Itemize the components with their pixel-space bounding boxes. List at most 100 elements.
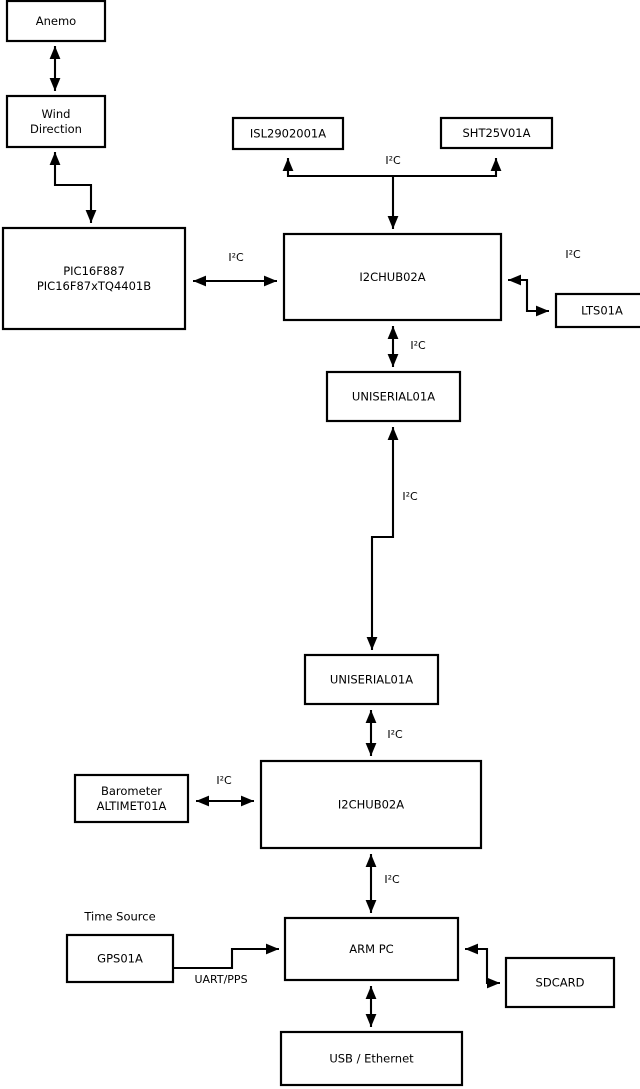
- edge-path: [370, 427, 395, 650]
- arrow-head-end: [490, 158, 502, 171]
- arrow-head-end: [264, 275, 277, 287]
- node-box[interactable]: [65, 933, 175, 984]
- node-box[interactable]: [504, 956, 616, 1009]
- node-box[interactable]: [325, 370, 462, 423]
- edge-e-arm-sdcard: [465, 943, 500, 989]
- arrow-head-end: [85, 210, 97, 223]
- free-label-time-source: Time Source: [83, 910, 155, 924]
- node-label: ISL2902001A: [250, 126, 326, 140]
- edge-label: I²C: [216, 774, 232, 787]
- arrow-head-start: [508, 274, 521, 286]
- arrow-head-start: [193, 275, 206, 287]
- arrow-head-start: [365, 710, 377, 723]
- node-uniserial_2[interactable]: UNISERIAL01A: [303, 653, 440, 706]
- node-label: ARM PC: [349, 942, 393, 956]
- arrow-head-end: [241, 795, 254, 807]
- arrow-head-end: [387, 354, 399, 367]
- edge-path: [508, 278, 549, 313]
- node-anemo[interactable]: Anemo: [5, 0, 107, 43]
- node-box[interactable]: [439, 116, 554, 150]
- node-label: LTS01A: [581, 303, 623, 317]
- edge-e-hub-sensors: I²C: [282, 154, 502, 178]
- node-usb[interactable]: USB / Ethernet: [279, 1030, 464, 1087]
- node-box[interactable]: [554, 292, 640, 329]
- edge-label: UART/PPS: [194, 973, 247, 986]
- node-box[interactable]: [259, 759, 483, 850]
- arrow-head-start: [387, 326, 399, 339]
- node-box[interactable]: [231, 116, 345, 151]
- node-hub_top[interactable]: I2CHUB02A: [282, 232, 503, 322]
- arrow-head-end: [49, 78, 61, 91]
- edges-layer: I²C I²C I²C I²C I²C I²C I²C I²C UART/PPS: [49, 46, 581, 1027]
- edge-e-uniserial-link: I²C: [366, 427, 418, 650]
- arrow-head-start: [49, 152, 61, 165]
- node-lts[interactable]: LTS01A: [554, 292, 640, 329]
- node-box[interactable]: [5, 0, 107, 43]
- arrow-head-end: [536, 305, 549, 317]
- arrow-head-start: [387, 427, 399, 440]
- edge-e-hub-arm: I²C: [365, 854, 400, 913]
- node-hub_bottom[interactable]: I2CHUB02A: [259, 759, 483, 850]
- edge-e-uniserial2-hub: I²C: [365, 710, 403, 756]
- arrow-head-end: [387, 216, 399, 229]
- node-label: USB / Ethernet: [329, 1051, 414, 1065]
- node-box[interactable]: [1, 226, 187, 331]
- arrow-head-end: [487, 977, 500, 989]
- edge-e-pic-hub: I²C: [193, 251, 277, 287]
- edge-e-arm-usb: [365, 986, 377, 1027]
- free-labels-layer: Time Source: [83, 910, 155, 924]
- arrow-head-end: [365, 743, 377, 756]
- node-sdcard[interactable]: SDCARD: [504, 956, 616, 1009]
- edge-label: I²C: [387, 728, 403, 741]
- edge-e-hub-uniserial1: I²C: [387, 326, 426, 367]
- edge-path: [465, 947, 500, 985]
- node-box[interactable]: [282, 232, 503, 322]
- arrow-head-start: [196, 795, 209, 807]
- node-label: SDCARD: [536, 975, 585, 989]
- node-label: GPS01A: [97, 951, 143, 965]
- node-arm[interactable]: ARM PC: [283, 916, 460, 982]
- node-isl[interactable]: ISL2902001A: [231, 116, 345, 151]
- edge-label: I²C: [402, 490, 418, 503]
- node-box[interactable]: [73, 773, 190, 824]
- edge-e-barometer-hub: I²C: [196, 774, 254, 807]
- arrow-head-end: [365, 900, 377, 913]
- arrow-head-start: [282, 158, 294, 171]
- arrow-head-end: [366, 637, 378, 650]
- arrow-head-start: [365, 854, 377, 867]
- node-label: I2CHUB02A: [359, 270, 425, 284]
- arrow-head-start: [49, 46, 61, 59]
- node-label: UNISERIAL01A: [352, 389, 435, 403]
- node-sht[interactable]: SHT25V01A: [439, 116, 554, 150]
- node-label: Anemo: [36, 14, 76, 28]
- node-uniserial_1[interactable]: UNISERIAL01A: [325, 370, 462, 423]
- node-label: UNISERIAL01A: [330, 672, 413, 686]
- node-box[interactable]: [303, 653, 440, 706]
- edge-e-hub-bus-down: [387, 176, 399, 229]
- edge-e-gps-arm: UART/PPS: [173, 943, 279, 986]
- edge-e-anemo-wind: [49, 46, 61, 91]
- edge-e-hub-lts: I²C: [508, 248, 581, 317]
- node-box[interactable]: [5, 94, 107, 149]
- arrow-head-end: [365, 1014, 377, 1027]
- node-box[interactable]: [283, 916, 460, 982]
- node-label: I2CHUB02A: [338, 797, 404, 811]
- arrow-head-end: [266, 943, 279, 955]
- edge-label: I²C: [565, 248, 581, 261]
- arrow-head-start: [365, 986, 377, 999]
- edge-path: [53, 152, 93, 223]
- node-label: SHT25V01A: [463, 126, 531, 140]
- edge-e-wind-pic: [49, 152, 97, 223]
- edge-path: [173, 947, 279, 970]
- edge-label: I²C: [228, 251, 244, 264]
- node-gps[interactable]: GPS01A: [65, 933, 175, 984]
- node-box[interactable]: [279, 1030, 464, 1087]
